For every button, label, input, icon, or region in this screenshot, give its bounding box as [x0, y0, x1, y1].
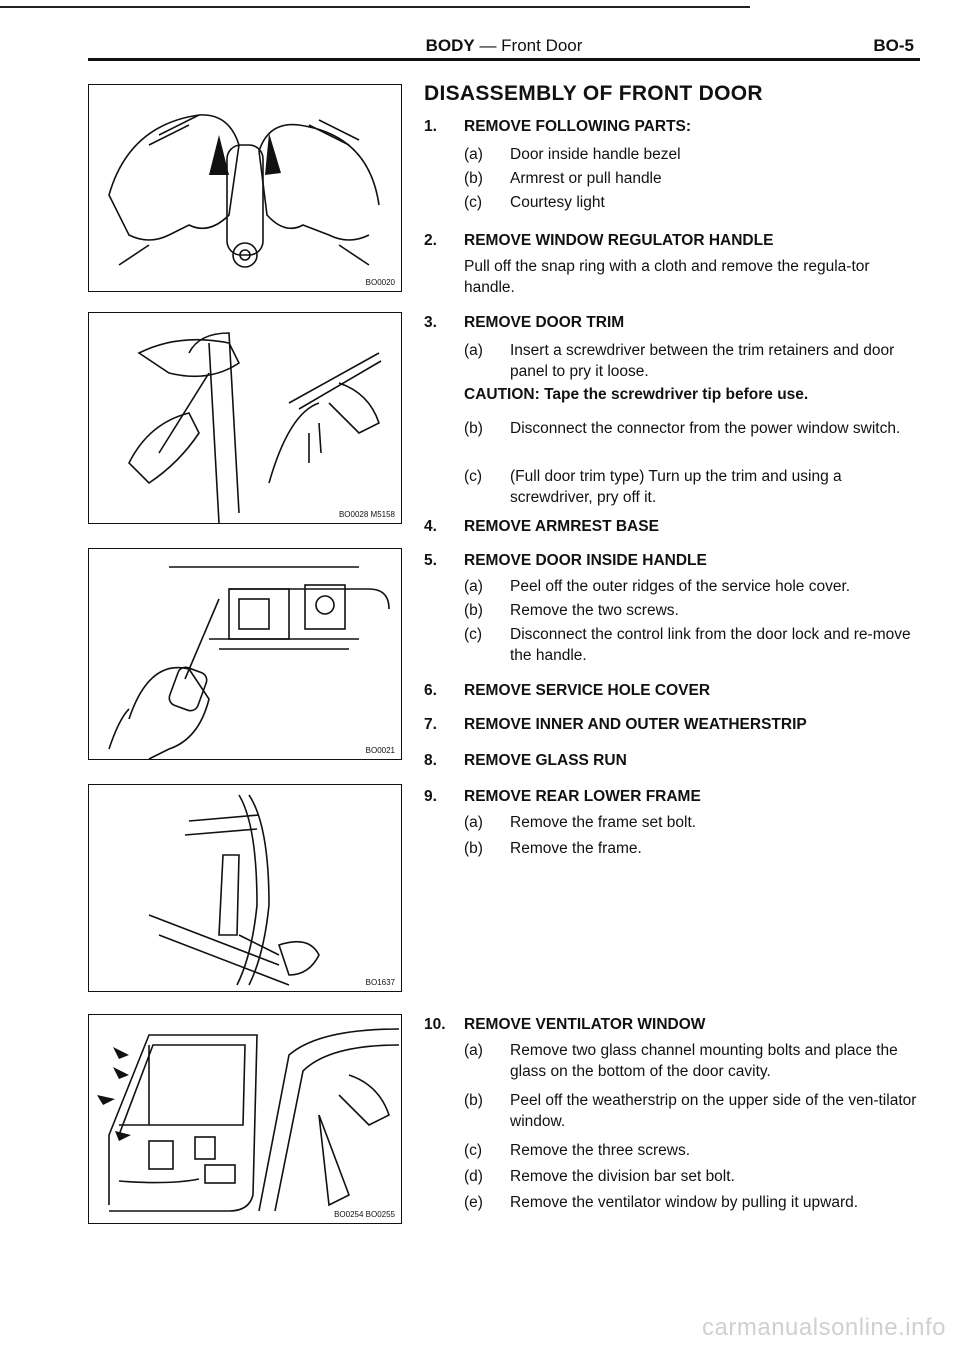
handle-removal-illustration — [108, 566, 390, 760]
step-label: REMOVE DOOR INSIDE HANDLE — [464, 552, 707, 569]
step-label: REMOVE GLASS RUN — [464, 752, 627, 769]
figure-code: BO0028 M5158 — [338, 510, 395, 519]
step-number: 3. — [424, 314, 437, 331]
step-label: REMOVE VENTILATOR WINDOW — [464, 1016, 706, 1033]
step-10: 10. REMOVE VENTILATOR WINDOW — [424, 1016, 705, 1034]
sub-text: Remove the frame. — [510, 840, 642, 857]
step-label: REMOVE SERVICE HOLE COVER — [464, 682, 711, 699]
sub-label: (b) — [464, 420, 483, 437]
sub-text: Remove the three screws. — [510, 1142, 691, 1159]
figure-code: BO0254 BO0255 — [334, 1210, 395, 1219]
step-7: 7. REMOVE INNER AND OUTER WEATHERSTRIP — [424, 716, 807, 734]
sub-label: (c) — [464, 194, 483, 211]
sub-label: (a) — [464, 1042, 483, 1059]
sub-text: Disconnect the connector from the power … — [510, 420, 901, 437]
sub-text: Disconnect the control link from the doo… — [510, 626, 911, 664]
sub-label: (e) — [464, 1194, 483, 1211]
step-number: 8. — [424, 752, 437, 769]
step-number: 7. — [424, 716, 437, 733]
step-label: REMOVE WINDOW REGULATOR HANDLE — [464, 232, 774, 249]
sub-text: Remove two glass channel mounting bolts … — [510, 1042, 898, 1080]
step-2-paragraph: Pull off the snap ring with a cloth and … — [464, 258, 870, 296]
figure-ventilator-window: BO0254 BO0255 — [88, 1014, 402, 1224]
sub-label: (d) — [464, 1168, 483, 1185]
step-label: REMOVE DOOR TRIM — [464, 314, 625, 331]
hands-illustration — [108, 114, 380, 268]
sub-text: Remove the ventilator window by pulling … — [510, 1194, 859, 1211]
header-subsection: Front Door — [501, 36, 583, 55]
header-rule — [88, 58, 920, 61]
step-2: 2. REMOVE WINDOW REGULATOR HANDLE — [424, 232, 773, 250]
step-6: 6. REMOVE SERVICE HOLE COVER — [424, 682, 710, 700]
header-dash: — — [479, 36, 497, 55]
screwdriver-trim-illustration — [128, 332, 382, 524]
figure-code: BO0021 — [365, 746, 395, 755]
step-4: 4. REMOVE ARMREST BASE — [424, 518, 659, 536]
sub-label: (a) — [464, 578, 483, 595]
figure-code: BO1637 — [365, 978, 395, 987]
header-section: BODY — [425, 36, 475, 55]
step-number: 5. — [424, 552, 437, 569]
sub-label: (c) — [464, 468, 483, 485]
figure-code: BO0020 — [365, 278, 395, 287]
sub-text: Remove the two screws. — [510, 602, 679, 619]
step-3: 3. REMOVE DOOR TRIM — [424, 314, 624, 332]
step-8: 8. REMOVE GLASS RUN — [424, 752, 627, 770]
step-number: 9. — [424, 788, 437, 805]
sub-label: (b) — [464, 602, 483, 619]
step-label: REMOVE ARMREST BASE — [464, 518, 659, 535]
step-label: REMOVE FOLLOWING PARTS: — [464, 118, 692, 135]
step-9: 9. REMOVE REAR LOWER FRAME — [424, 788, 701, 806]
step-number: 2. — [424, 232, 437, 249]
sub-text: Remove the frame set bolt. — [510, 814, 697, 831]
step-1: 1. REMOVE FOLLOWING PARTS: — [424, 118, 691, 136]
sub-text: Remove the division bar set bolt. — [510, 1168, 735, 1185]
sub-label: (b) — [464, 1092, 483, 1109]
figure-window-handle: BO0020 — [88, 84, 402, 292]
figure-inside-handle: BO0021 — [88, 548, 402, 760]
step-number: 1. — [424, 118, 437, 135]
sub-text: Armrest or pull handle — [510, 170, 662, 187]
figure-door-trim: BO0028 M5158 — [88, 312, 402, 524]
page-number: BO-5 — [873, 36, 914, 55]
sub-label: (c) — [464, 626, 483, 643]
sub-text: Peel off the outer ridges of the service… — [510, 578, 851, 595]
sub-label: (a) — [464, 146, 483, 163]
sub-text: Peel off the weatherstrip on the upper s… — [510, 1092, 917, 1130]
watermark: carmanualsonline.info — [702, 1314, 946, 1341]
step-5: 5. REMOVE DOOR INSIDE HANDLE — [424, 552, 707, 570]
step-number: 10. — [424, 1016, 446, 1033]
sub-text: Courtesy light — [510, 194, 605, 211]
step-label: REMOVE REAR LOWER FRAME — [464, 788, 701, 805]
step-label: REMOVE INNER AND OUTER WEATHERSTRIP — [464, 716, 807, 733]
sub-label: (a) — [464, 814, 483, 831]
ventilator-window-illustration — [97, 1028, 400, 1212]
sub-text: Insert a screwdriver between the trim re… — [510, 342, 895, 380]
sub-text: Door inside handle bezel — [510, 146, 681, 163]
caution-note: CAUTION: Tape the screwdriver tip before… — [464, 386, 809, 403]
sub-label: (b) — [464, 840, 483, 857]
sub-label: (a) — [464, 342, 483, 359]
figure-lower-frame: BO1637 — [88, 784, 402, 992]
sub-label: (c) — [464, 1142, 483, 1159]
top-rule — [0, 6, 750, 8]
frame-removal-illustration — [148, 794, 320, 986]
sub-label: (b) — [464, 170, 483, 187]
step-number: 4. — [424, 518, 437, 535]
page-title: DISASSEMBLY OF FRONT DOOR — [424, 82, 763, 105]
step-number: 6. — [424, 682, 437, 699]
page-header: BODY — Front Door BO-5 — [88, 36, 920, 60]
sub-text: (Full door trim type) Turn up the trim a… — [510, 468, 842, 506]
